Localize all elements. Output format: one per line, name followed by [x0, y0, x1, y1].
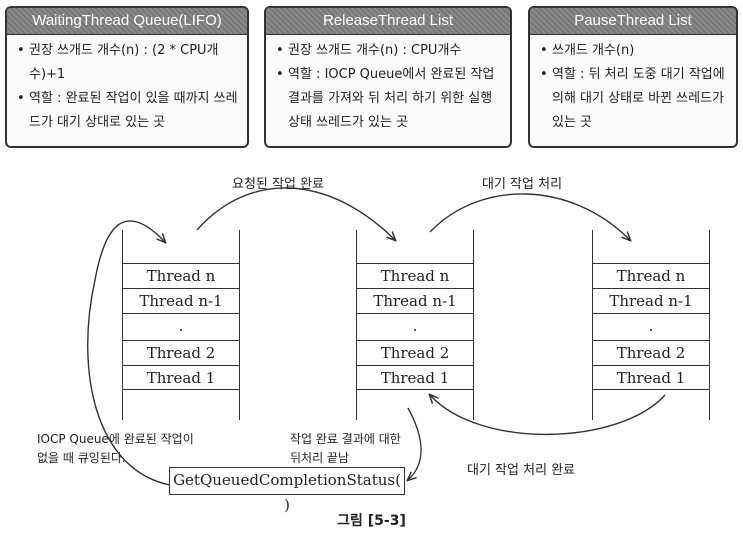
- post-note-line-2: 뒤처리 끝남: [290, 451, 350, 465]
- pause-thread-list-box: PauseThread List 쓰개드 개수(n) 역할 : 뒤 처리 도중 …: [528, 6, 738, 148]
- pause-thread-count: 쓰개드 개수(n): [540, 39, 728, 63]
- pause-thread-stack: Thread n Thread n-1 . Thread 2 Thread 1: [592, 230, 710, 420]
- wait-process-arrow: [429, 193, 630, 240]
- stack-cell: Thread 1: [357, 365, 473, 390]
- queue-note-line-1: IOCP Queue에 완료된 작업이: [37, 432, 194, 446]
- waiting-thread-queue-title: WaitingThread Queue(LIFO): [7, 8, 247, 35]
- waiting-thread-queue-box: WaitingThread Queue(LIFO) 권장 쓰개드 개수(n) :…: [5, 6, 249, 148]
- pause-role: 역할 : 뒤 처리 도중 대기 작업에 의해 대기 상태로 바뀐 쓰레드가 있는…: [540, 63, 728, 135]
- stack-cell: Thread n: [357, 263, 473, 288]
- wait-process-done-arrow: [430, 395, 666, 436]
- stack-cell: Thread 1: [123, 365, 239, 390]
- stack-cell: Thread n-1: [593, 288, 709, 313]
- post-process-note: 작업 완료 결과에 대한 뒤처리 끝남: [290, 430, 401, 468]
- waiting-recommended-count: 권장 쓰개드 개수(n) : (2 * CPU개수)+1: [17, 39, 239, 87]
- requested-done-arrow: [196, 187, 395, 240]
- stack-cell: .: [123, 313, 239, 338]
- release-role: 역할 : IOCP Queue에서 완료된 작업 결과를 가져와 뒤 처리 하기…: [276, 63, 502, 135]
- stack-cell: Thread n-1: [357, 288, 473, 313]
- pause-thread-list-title: PauseThread List: [530, 8, 736, 35]
- queue-note: IOCP Queue에 완료된 작업이 없을 때 큐잉된다.: [37, 430, 194, 468]
- wait-process-done-label: 대기 작업 처리 완료: [467, 463, 576, 478]
- queue-note-line-2: 없을 때 큐잉된다.: [37, 451, 126, 465]
- post-process-arrow: [408, 407, 422, 480]
- release-thread-list-title: ReleaseThread List: [266, 8, 510, 35]
- stack-cell: .: [357, 313, 473, 338]
- release-thread-stack: Thread n Thread n-1 . Thread 2 Thread 1: [356, 230, 474, 420]
- waiting-role: 역할 : 완료된 작업이 있을 때까지 쓰레드가 대기 상대로 있는 곳: [17, 87, 239, 135]
- stack-cell: .: [593, 313, 709, 338]
- stack-cell: Thread n-1: [123, 288, 239, 313]
- stack-cell: Thread 2: [593, 340, 709, 365]
- requested-done-label: 요청된 작업 완료: [232, 177, 324, 192]
- stack-cell: Thread 1: [593, 365, 709, 390]
- figure-caption: 그림 [5-3]: [337, 513, 406, 529]
- release-recommended-count: 권장 쓰개드 개수(n) : CPU개수: [276, 39, 502, 63]
- post-note-line-1: 작업 완료 결과에 대한: [290, 432, 401, 446]
- get-queued-completion-status-box: GetQueuedCompletionStatus( ): [169, 467, 405, 514]
- stack-cell: Thread n: [123, 263, 239, 288]
- release-thread-list-box: ReleaseThread List 권장 쓰개드 개수(n) : CPU개수 …: [264, 6, 512, 148]
- requeue-arrow: [87, 220, 171, 486]
- stack-cell: Thread 2: [357, 340, 473, 365]
- stack-cell: Thread 2: [123, 340, 239, 365]
- stack-cell: Thread n: [593, 263, 709, 288]
- wait-process-label: 대기 작업 처리: [482, 177, 563, 192]
- waiting-thread-stack: Thread n Thread n-1 . Thread 2 Thread 1: [122, 230, 240, 420]
